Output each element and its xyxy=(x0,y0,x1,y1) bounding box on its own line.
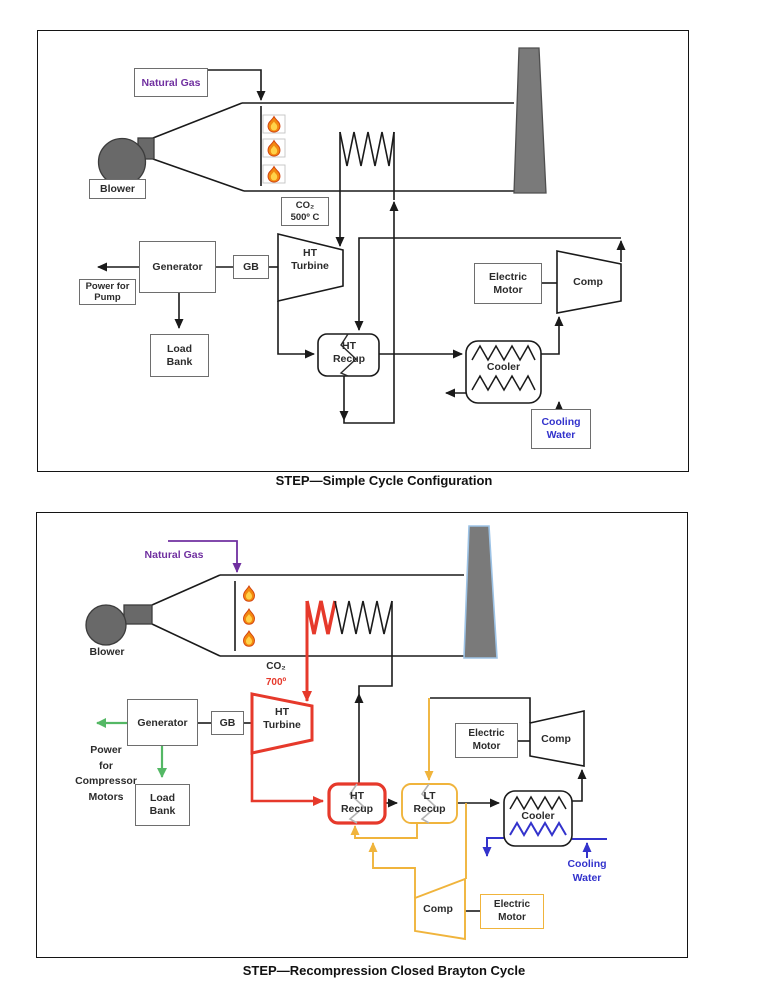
comp-top-label: Comp xyxy=(541,733,571,745)
piping xyxy=(97,69,626,424)
compressor-shape xyxy=(556,250,622,314)
gearbox-label: GB xyxy=(233,255,269,279)
generator-label: Generator xyxy=(139,241,216,293)
cooler-coil-bottom xyxy=(471,374,536,392)
gearbox-label: GB xyxy=(211,711,244,735)
cooler-label: Cooler xyxy=(486,361,521,373)
turbine-to-htrecup-line xyxy=(250,753,324,806)
generator-label: Generator xyxy=(127,699,198,746)
natural-gas-feed-line xyxy=(168,540,242,573)
cooling-water-out-line xyxy=(482,837,504,857)
duct-heater-coil xyxy=(334,600,393,635)
cooler-to-comp-line xyxy=(572,769,587,802)
cooler-coil-top xyxy=(509,795,567,811)
combustion-duct xyxy=(152,102,514,192)
figure2-caption: STEP—Recompression Closed Brayton Cycle xyxy=(242,963,526,978)
combustion-duct xyxy=(151,574,464,657)
yellow-piping xyxy=(350,698,467,898)
recup-coil xyxy=(339,333,358,377)
recup-coil xyxy=(420,783,438,824)
chimney-icon xyxy=(463,525,498,659)
natural-gas-label: Natural Gas xyxy=(134,68,208,97)
comp-bottom-label: Comp xyxy=(423,903,453,915)
recompression-cycle-drawing xyxy=(85,525,607,941)
blower-icon xyxy=(85,604,153,646)
turbine-to-recup-line xyxy=(277,301,315,359)
flame-icon xyxy=(262,164,286,184)
ht-recup-shape xyxy=(317,333,380,377)
flame-icon xyxy=(243,608,255,625)
return-to-heater-line xyxy=(343,201,399,424)
flame-icon xyxy=(243,585,255,602)
ltrecup-to-htrecup-line xyxy=(350,823,418,839)
blower-label: Blower xyxy=(89,646,125,658)
co2-temp-label: 700º xyxy=(265,677,287,688)
compressor-top-shape xyxy=(529,710,585,767)
simple-cycle-drawing xyxy=(97,47,626,424)
blower-label: Blower xyxy=(89,179,146,199)
hot-red-piping xyxy=(250,601,324,806)
comp-discharge-line xyxy=(430,697,531,723)
duct-heater-coil-red xyxy=(305,600,337,635)
return-to-heater-line xyxy=(358,601,393,694)
flame-icon xyxy=(262,114,286,134)
chimney-icon xyxy=(513,47,547,194)
blower-icon xyxy=(97,137,155,187)
cooler-to-comp-line xyxy=(541,316,564,355)
cooler-coil-top xyxy=(471,344,536,362)
lt-recup-shape xyxy=(401,783,458,824)
comp-label: Comp xyxy=(573,276,603,288)
flame-icon xyxy=(262,138,286,158)
duct-heater-coil xyxy=(339,131,395,167)
cooling-water-piping xyxy=(482,837,607,858)
natural-gas-feed-line xyxy=(208,69,266,101)
figure1-caption: STEP—Simple Cycle Configuration xyxy=(275,473,493,488)
cooler-label: Cooler xyxy=(521,810,555,822)
natural-gas-label: Natural Gas xyxy=(144,549,204,561)
comp-to-recup-line xyxy=(354,237,621,331)
recup-coil xyxy=(348,783,366,824)
flame-icon xyxy=(243,630,255,647)
power-arrows xyxy=(96,718,167,778)
recompressor-discharge-line xyxy=(368,842,416,898)
black-piping xyxy=(198,601,587,912)
recompressor-shape xyxy=(414,877,466,941)
ht-turbine-shape xyxy=(277,232,344,303)
cooler-coil-bottom xyxy=(509,821,567,837)
co2-label: CO₂ xyxy=(266,661,286,672)
recompression-cycle-diagram: Natural Gas Blower CO₂ 700º Generator GB… xyxy=(36,512,688,958)
ht-turbine-shape xyxy=(250,692,314,755)
